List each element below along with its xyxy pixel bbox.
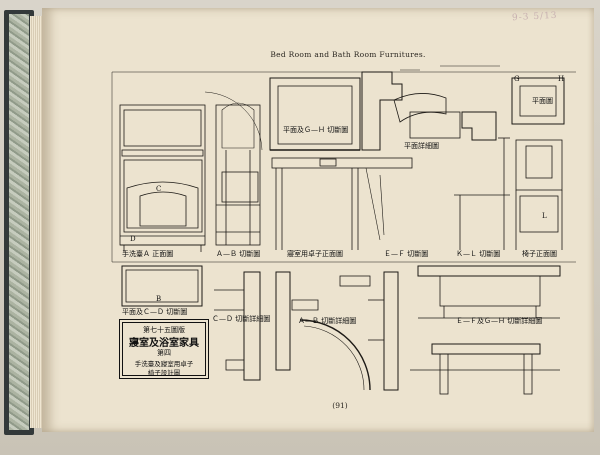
letter-b: B xyxy=(156,295,162,303)
kl-section-drawing xyxy=(417,265,561,319)
book-page xyxy=(42,8,594,432)
label-plan-gh: 平面及Ｇ—Ｈ 切斷圖 xyxy=(283,126,349,134)
bedroom-table-front xyxy=(271,157,413,250)
running-header: Bed Room and Bath Room Furnitures. xyxy=(270,50,426,59)
label-plan-cd: 平面及Ｃ—Ｄ 切斷圖 xyxy=(122,308,188,316)
plate-subtitle-1: 手洗臺及寢室用卓子 xyxy=(134,360,194,368)
title-box-inner-border xyxy=(122,322,206,376)
label-kl-section: Ｋ—Ｌ 切斷圖 xyxy=(456,250,501,258)
letter-c: C xyxy=(156,185,162,193)
plate-number: 第七十五圖版 xyxy=(143,326,185,334)
efgh-detail-drawing xyxy=(410,343,560,395)
ab-section-drawing xyxy=(215,102,261,246)
label-plan: 平面圖 xyxy=(532,97,553,105)
plate-title-box: 第七十五圖版 寢室及浴室家具 第四 手洗臺及寢室用卓子 椅子設計圖 xyxy=(119,319,209,379)
label-ab-section: Ａ—Ｂ 切斷圖 xyxy=(216,250,261,258)
page-number: (91) xyxy=(332,401,348,410)
plate-title: 寢室及浴室家具 xyxy=(129,338,199,349)
plate-subtitle-2: 椅子設計圖 xyxy=(147,369,181,377)
letter-g: G xyxy=(514,75,520,83)
ef-section-drawing xyxy=(368,271,399,391)
marbled-endpaper xyxy=(9,14,29,430)
letter-h: H xyxy=(558,75,565,83)
label-table-front: 寢室用卓子正面圖 xyxy=(287,250,343,258)
plan-gh-drawing xyxy=(269,77,361,151)
label-washstand-front: 手洗臺Ａ 正面圖 xyxy=(122,250,174,258)
label-ef-section: Ｅ—Ｆ 切斷圖 xyxy=(384,250,429,258)
label-chair-front: 椅子正面圖 xyxy=(522,250,557,258)
letter-d: D xyxy=(130,235,136,243)
cd-detail-drawing xyxy=(214,271,261,381)
label-cd-detail: Ｃ—Ｄ 切斷詳細圖 xyxy=(212,315,271,323)
washstand-front-elevation xyxy=(119,104,206,252)
plan-detail-drawing xyxy=(361,65,500,151)
letter-l: L xyxy=(542,212,547,220)
label-ab-detail: Ａ—Ｂ 切斷詳細圖 xyxy=(298,317,357,325)
plan-cd-drawing xyxy=(121,265,203,307)
label-plan-detail: 平面詳細圖 xyxy=(404,142,439,150)
chair-drawing xyxy=(454,77,565,250)
label-efgh-detail: Ｅ—Ｆ及Ｇ—Ｈ 切斷詳細圖 xyxy=(456,317,543,325)
sheet-number: 第四 xyxy=(157,349,171,357)
page-edges xyxy=(30,16,44,428)
ab-detail-drawing xyxy=(275,271,371,391)
